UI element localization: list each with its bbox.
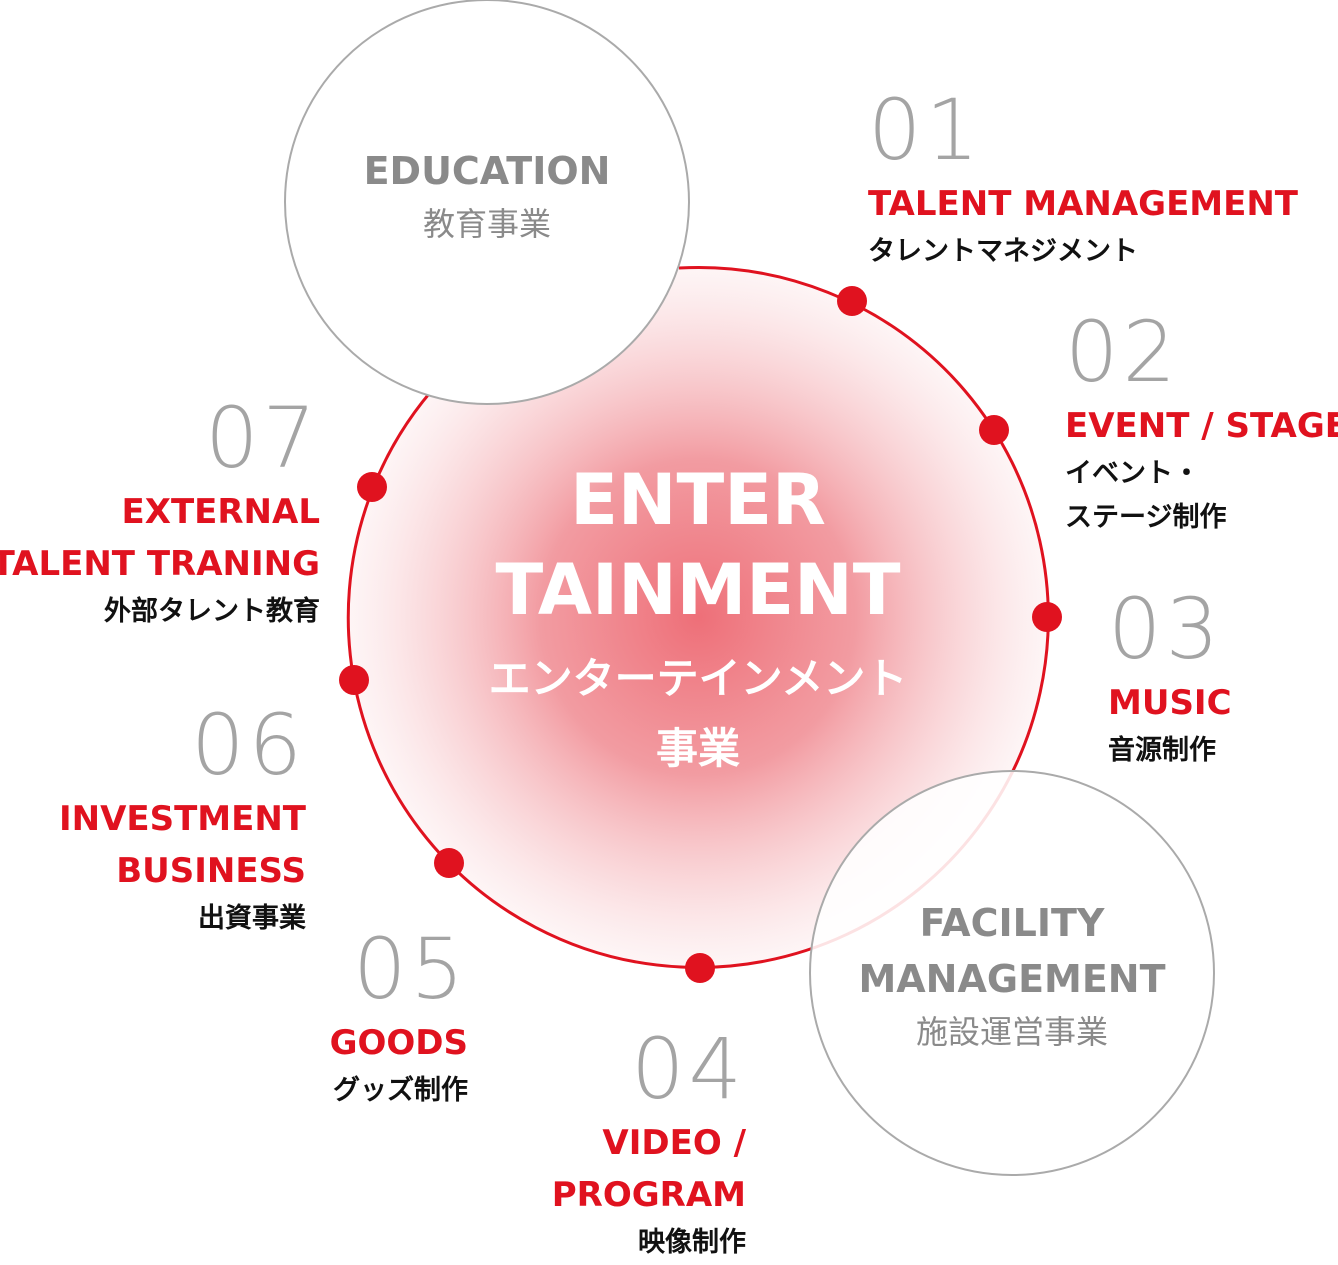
education-jp: 教育事業 [422, 205, 551, 243]
item-05: 05 GOODS グッズ制作 [330, 927, 468, 1113]
item-07-en-line1: EXTERNAL [121, 492, 320, 532]
item-05-jp: グッズ制作 [333, 1075, 468, 1106]
item-03: 03 MUSIC 音源制作 [1108, 587, 1232, 773]
cycle-dot-04 [685, 953, 715, 983]
facility-circle [809, 770, 1215, 1176]
item-02-jp-line2: ステージ制作 [1065, 502, 1227, 533]
item-04: 04 VIDEO / PROGRAM 映像制作 [552, 1027, 746, 1265]
item-07-number: 07 [205, 389, 320, 487]
center-subtitle-line2: 事業 [655, 724, 740, 773]
item-03-number: 03 [1108, 580, 1223, 678]
item-07: 07 EXTERNAL TALENT TRANING 外部タレント教育 [0, 396, 320, 634]
item-03-en: MUSIC [1108, 683, 1232, 723]
item-01: 01 TALENT MANAGEMENT タレントマネジメント [868, 88, 1298, 274]
education-label: EDUCATION 教育事業 [337, 143, 637, 249]
item-06-number: 06 [191, 696, 306, 794]
item-06-jp: 出資事業 [198, 903, 306, 934]
facility-en-line2: MANAGEMENT [858, 957, 1166, 1001]
item-04-en-line1: VIDEO / [602, 1123, 746, 1163]
item-02: 02 EVENT / STAGE イベント・ ステージ制作 [1065, 310, 1338, 540]
item-01-en: TALENT MANAGEMENT [868, 184, 1298, 224]
cycle-dot-02 [979, 415, 1009, 445]
cycle-dot-03 [1032, 602, 1062, 632]
item-01-jp: タレントマネジメント [868, 236, 1138, 267]
item-04-number: 04 [631, 1020, 746, 1118]
item-06: 06 INVESTMENT BUSINESS 出資事業 [59, 703, 306, 941]
item-02-jp-line1: イベント・ [1065, 458, 1200, 489]
center-glow-disk [348, 267, 1048, 967]
item-05-en: GOODS [329, 1023, 468, 1063]
item-07-jp: 外部タレント教育 [104, 596, 320, 627]
item-04-jp: 映像制作 [638, 1227, 746, 1258]
center-title-line2: TAINMENT [495, 549, 901, 631]
facility-label: FACILITY MANAGEMENT 施設運営事業 [842, 895, 1182, 1057]
cycle-dot-05 [434, 848, 464, 878]
facility-en-line1: FACILITY [919, 901, 1105, 945]
item-07-en-line2: TALENT TRANING [0, 544, 320, 584]
center-subtitle-line1: エンターテインメント [488, 654, 908, 703]
center-title-line1: ENTER [570, 459, 826, 541]
education-en: EDUCATION [363, 149, 611, 193]
item-06-en-line2: BUSINESS [116, 851, 306, 891]
education-circle [284, 0, 690, 405]
center-title-block: ENTER TAINMENT エンターテインメント 事業 [448, 455, 948, 779]
item-02-en: EVENT / STAGE [1065, 406, 1338, 446]
item-04-en-line2: PROGRAM [551, 1175, 746, 1215]
item-03-jp: 音源制作 [1108, 735, 1216, 766]
cycle-dot-06 [339, 665, 369, 695]
item-05-number: 05 [353, 920, 468, 1018]
cycle-dot-07 [357, 472, 387, 502]
item-02-number: 02 [1065, 303, 1180, 401]
item-06-en-line1: INVESTMENT [58, 799, 306, 839]
cycle-dot-01 [837, 286, 867, 316]
facility-jp: 施設運営事業 [915, 1013, 1108, 1051]
item-01-number: 01 [868, 81, 983, 179]
